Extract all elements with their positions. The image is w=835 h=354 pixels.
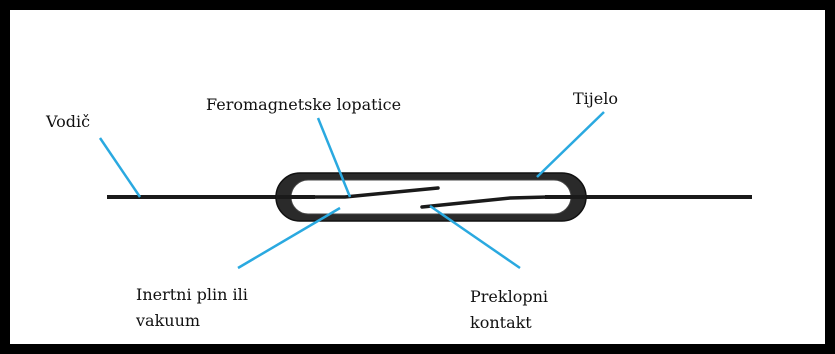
left-reed <box>310 186 440 199</box>
label-inertni-line2: vakuum <box>135 311 200 330</box>
leader-feromagnetske <box>316 117 352 198</box>
label-vodic: Vodič <box>45 112 90 131</box>
label-preklopni-line2: kontakt <box>470 313 532 332</box>
leader-inertni <box>237 206 341 270</box>
label-feromagnetske-lopatice: Feromagnetske lopatice <box>206 95 401 114</box>
label-inertni-line1: Inertni plin ili <box>136 285 248 304</box>
label-tijelo: Tijelo <box>573 89 618 108</box>
right-reed <box>420 195 550 209</box>
leader-preklopni <box>429 204 521 270</box>
leader-vodic <box>98 137 142 198</box>
label-preklopni-line1: Preklopni <box>470 287 548 306</box>
leader-tijelo <box>536 111 605 178</box>
